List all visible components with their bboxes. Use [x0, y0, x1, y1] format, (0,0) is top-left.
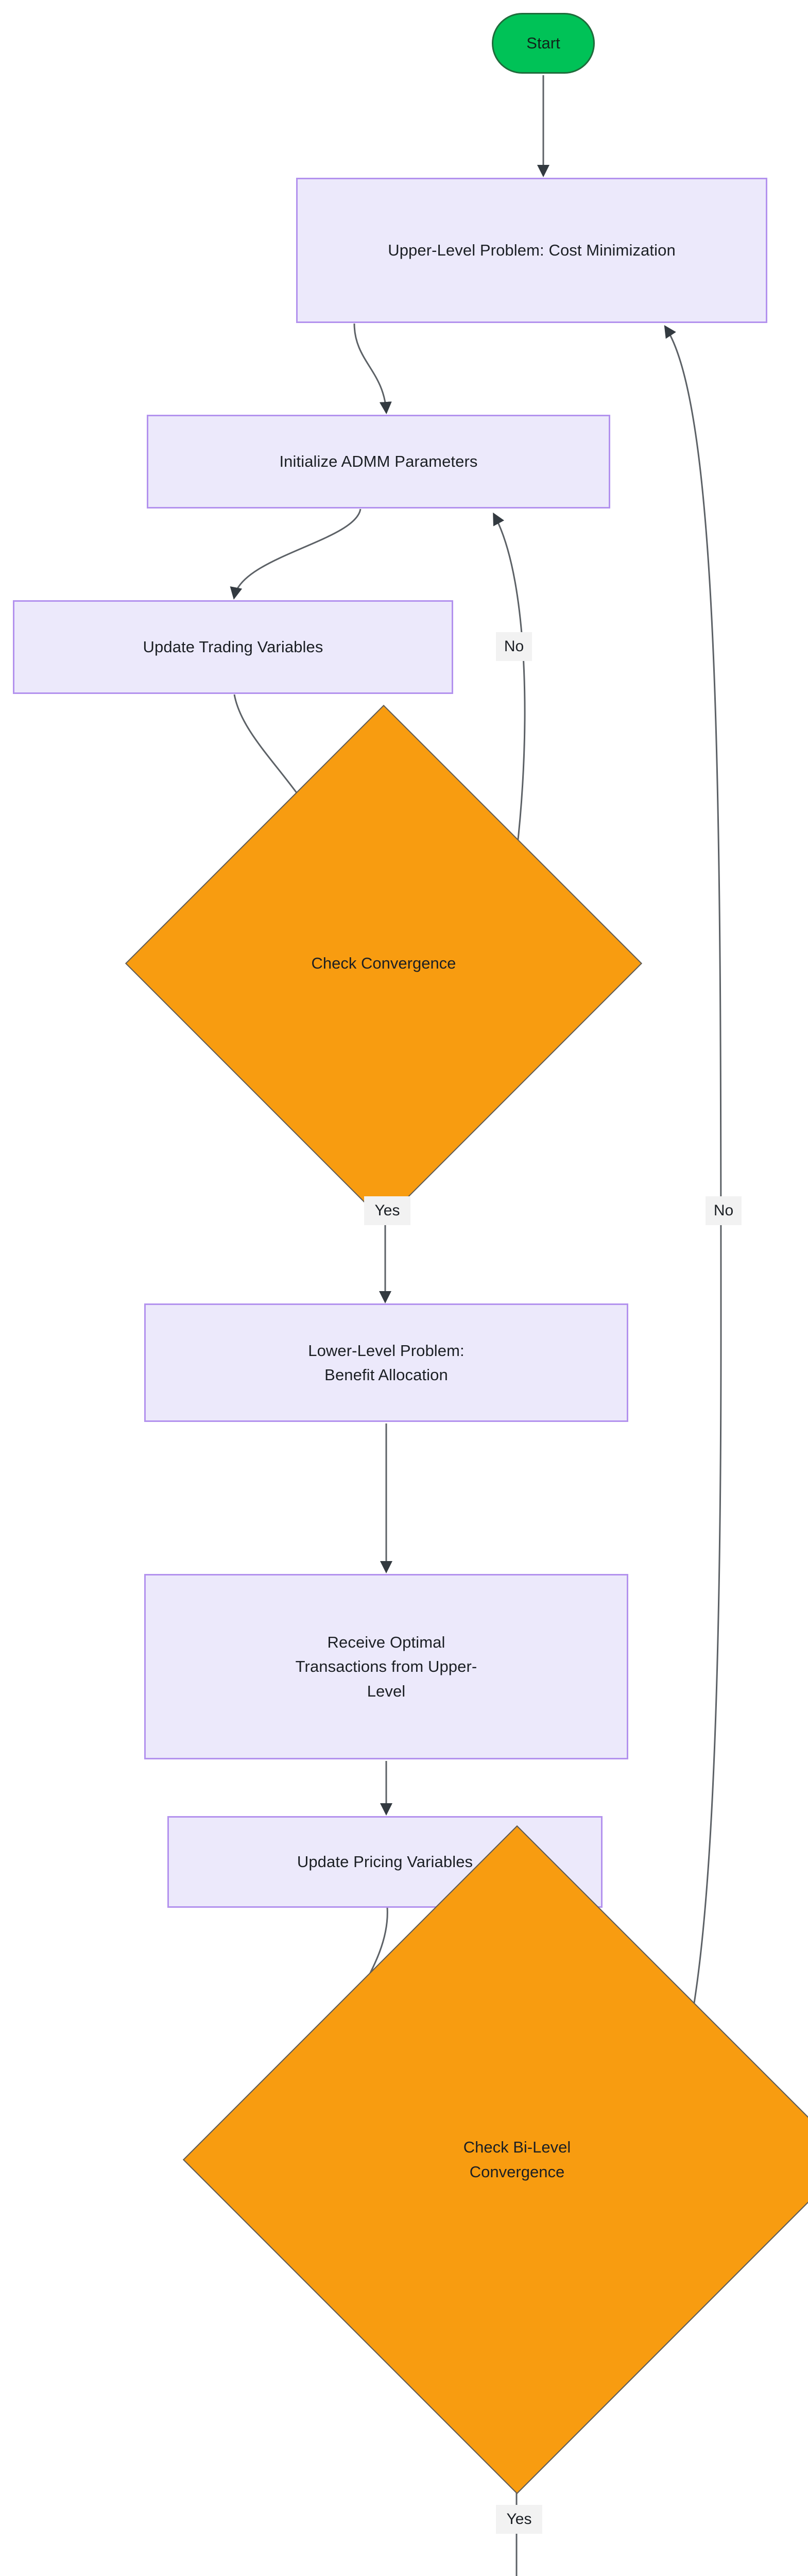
node-check-convergence-label: Check Convergence: [311, 954, 456, 972]
node-lower-level-problem[interactable]: Lower-Level Problem: Benefit Allocation: [144, 1303, 628, 1422]
node-start-label: Start: [526, 33, 560, 52]
node-update-trading-variables[interactable]: Update Trading Variables: [13, 600, 453, 694]
node-receive-optimal-transactions[interactable]: Receive Optimal Transactions from Upper-…: [144, 1574, 628, 1759]
edge-label-check-convergence-yes-text: Yes: [374, 1202, 400, 1219]
edge-label-check-convergence-no: No: [496, 632, 532, 661]
edge-label-check-bilevel-yes-text: Yes: [506, 2511, 532, 2528]
node-upper-level-problem-label: Upper-Level Problem: Cost Minimization: [388, 241, 676, 260]
node-check-bilevel-convergence-label: Check Bi-Level Convergence: [463, 2138, 571, 2181]
node-update-pricing-variables-label: Update Pricing Variables: [297, 1853, 473, 1871]
edge-label-check-convergence-yes: Yes: [364, 1196, 410, 1225]
node-upper-level-problem[interactable]: Upper-Level Problem: Cost Minimization: [296, 178, 767, 323]
node-update-trading-variables-label: Update Trading Variables: [143, 638, 323, 656]
node-start[interactable]: Start: [492, 13, 595, 74]
node-initialize-admm-parameters[interactable]: Initialize ADMM Parameters: [147, 415, 610, 509]
node-check-bilevel-convergence[interactable]: Check Bi-Level Convergence: [182, 1825, 808, 2495]
node-receive-optimal-transactions-label: Receive Optimal Transactions from Upper-…: [295, 1633, 477, 1700]
edge-upper-level-to-init-admm: [353, 323, 392, 414]
node-lower-level-problem-label: Lower-Level Problem: Benefit Allocation: [308, 1341, 465, 1384]
edge-init-admm-to-update-trading: [230, 509, 362, 600]
node-check-convergence[interactable]: Check Convergence: [125, 704, 643, 1223]
edge-label-check-bilevel-no: No: [706, 1196, 742, 1225]
edge-label-check-bilevel-yes: Yes: [496, 2505, 542, 2534]
node-initialize-admm-parameters-label: Initialize ADMM Parameters: [279, 452, 478, 471]
edge-label-check-bilevel-no-text: No: [713, 1202, 734, 1219]
edge-label-check-convergence-no-text: No: [504, 638, 524, 655]
